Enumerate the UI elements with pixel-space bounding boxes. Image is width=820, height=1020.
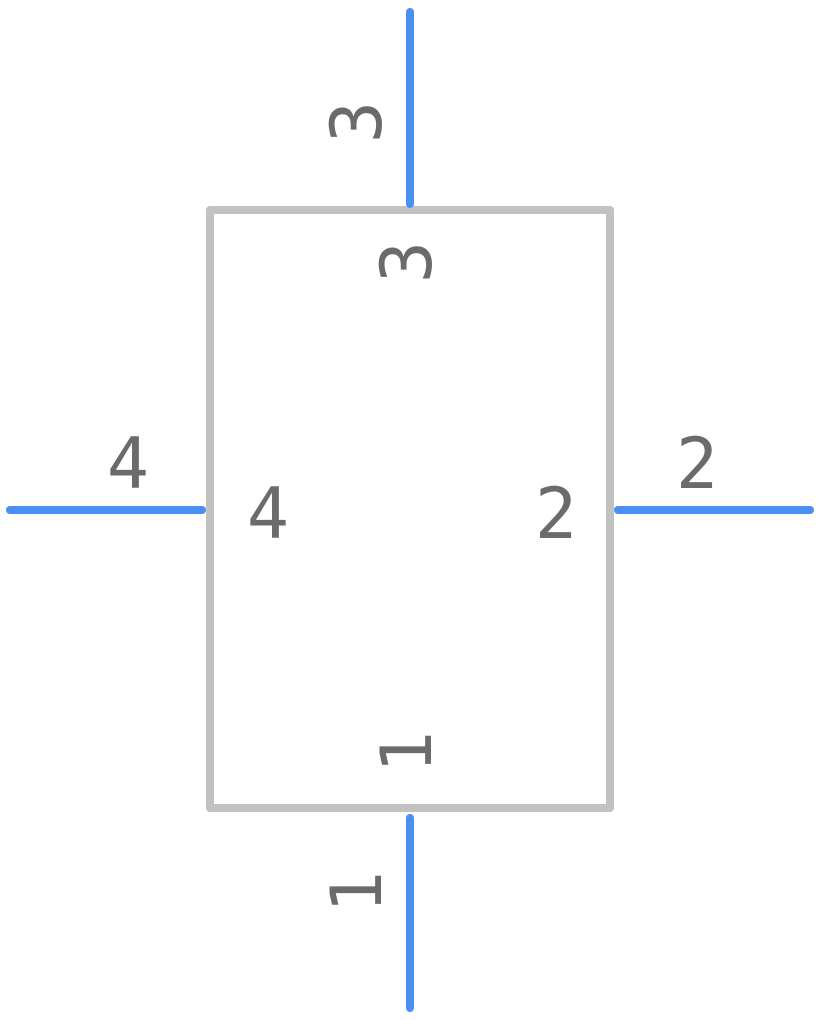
pin-3-name: 3: [366, 241, 448, 283]
pin-2-name: 2: [535, 473, 577, 555]
pin-3-number: 3: [316, 101, 398, 143]
pin-4-number: 4: [107, 423, 149, 505]
pin-1-name: 1: [366, 731, 448, 773]
pin-2-number: 2: [676, 423, 718, 505]
pin-4-name: 4: [247, 473, 289, 555]
component-body: [206, 206, 614, 812]
pin-1-number: 1: [316, 871, 398, 913]
